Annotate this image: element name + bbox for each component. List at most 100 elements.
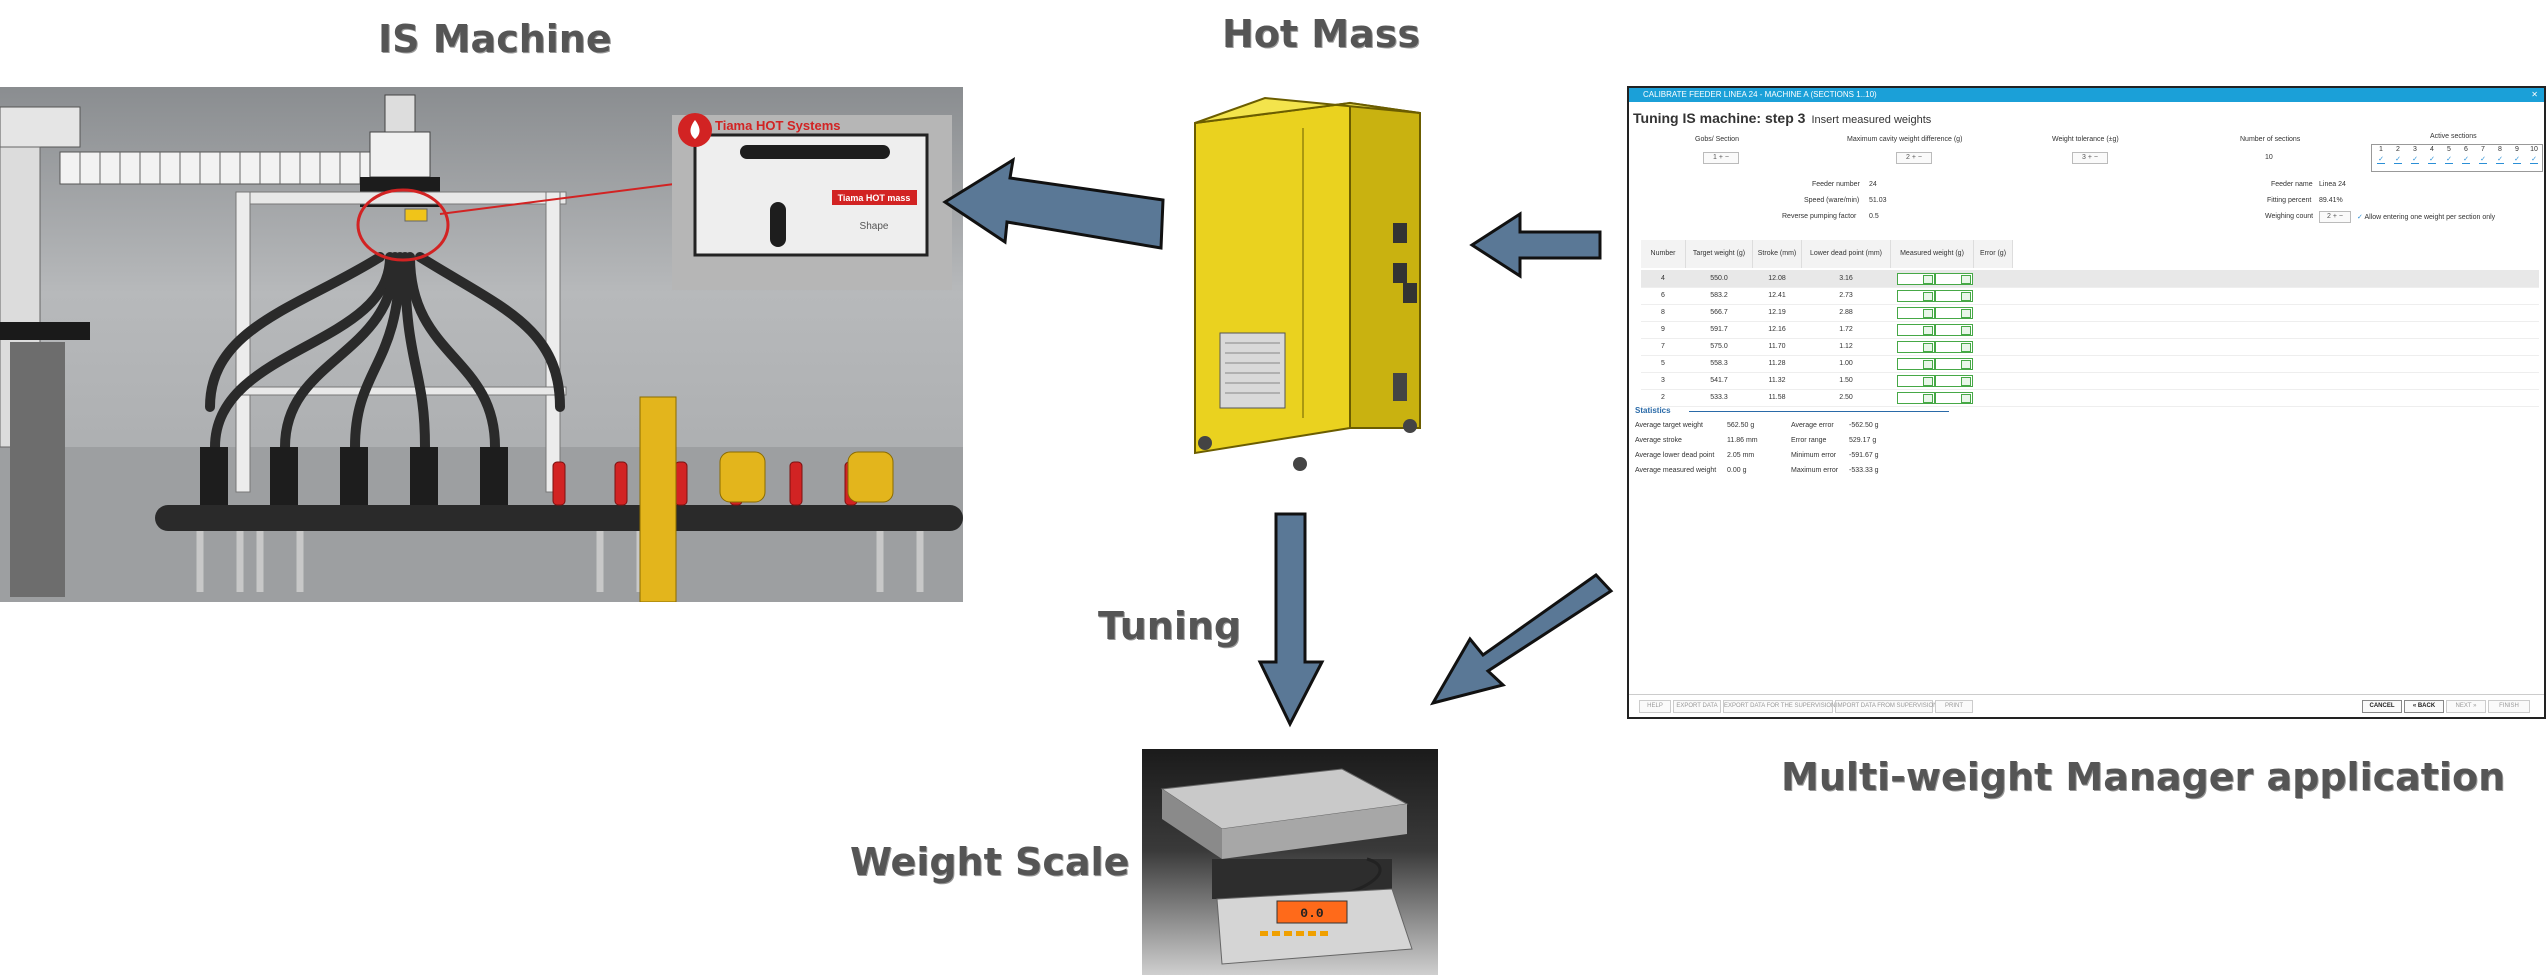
- section-checkbox[interactable]: ✓: [2377, 156, 2385, 164]
- table-row[interactable]: 7 575.0 11.70 1.12: [1641, 338, 2539, 356]
- measured-weight-input[interactable]: [1935, 307, 1973, 319]
- column-header: Measured weight (g): [1891, 240, 1974, 268]
- multi-weight-app-window: CALIBRATE FEEDER LINEA 24 - MACHINE A (S…: [1627, 86, 2546, 719]
- hot-mass-title: Hot Mass: [1222, 12, 1420, 56]
- weighing-label: Weighing count: [2265, 213, 2314, 220]
- stat-value: 2.05 mm: [1727, 452, 1755, 459]
- table-row[interactable]: 6 583.2 12.41 2.73: [1641, 287, 2539, 305]
- cell-lower-dead-point: 1.50: [1839, 377, 1853, 384]
- finish-button[interactable]: FINISH: [2488, 700, 2530, 713]
- tolerance-stepper[interactable]: 3 + −: [2072, 152, 2108, 164]
- arrow-left-to-is-machine: [942, 156, 1165, 250]
- measured-weight-input[interactable]: [1935, 273, 1973, 285]
- speed-value: 51.03: [1869, 197, 1887, 204]
- section-number: 4: [2430, 146, 2434, 153]
- feeder-name-label: Feeder name: [2271, 181, 2313, 188]
- feeder-number-label: Feeder number: [1812, 181, 1860, 188]
- stat-label: Average lower dead point: [1635, 452, 1715, 459]
- cell-target-weight: 550.0: [1710, 275, 1728, 282]
- measured-weight-input[interactable]: [1897, 341, 1935, 353]
- cell-stroke: 11.58: [1768, 394, 1786, 401]
- cell-number: 4: [1661, 275, 1665, 282]
- section-checkbox[interactable]: ✓: [2428, 156, 2436, 164]
- cell-lower-dead-point: 2.88: [1839, 309, 1853, 316]
- stat-label: Average target weight: [1635, 422, 1703, 429]
- window-title-bar: CALIBRATE FEEDER LINEA 24 - MACHINE A (S…: [1629, 88, 2544, 102]
- section-number: 5: [2447, 146, 2451, 153]
- help-button[interactable]: HELP: [1639, 700, 1671, 713]
- max-diff-stepper[interactable]: 2 + −: [1896, 152, 1932, 164]
- cell-target-weight: 583.2: [1710, 292, 1728, 299]
- cell-target-weight: 575.0: [1710, 343, 1728, 350]
- measured-weight-input[interactable]: [1897, 307, 1935, 319]
- section-number: 1: [2379, 146, 2383, 153]
- back-button[interactable]: « BACK: [2404, 700, 2444, 713]
- cell-stroke: 11.28: [1768, 360, 1786, 367]
- section-checkbox[interactable]: ✓: [2445, 156, 2453, 164]
- column-header: Lower dead point (mm): [1802, 240, 1891, 268]
- section-checkbox[interactable]: ✓: [2496, 156, 2504, 164]
- section-checkbox[interactable]: ✓: [2479, 156, 2487, 164]
- shape-label: Shape: [860, 221, 889, 232]
- feeder-number-value: 24: [1869, 181, 1877, 188]
- section-checkbox[interactable]: ✓: [2530, 156, 2538, 164]
- cell-number: 8: [1661, 309, 1665, 316]
- cell-target-weight: 558.3: [1710, 360, 1728, 367]
- cell-stroke: 11.70: [1768, 343, 1786, 350]
- table-row[interactable]: 8 566.7 12.19 2.88: [1641, 304, 2539, 322]
- sections-label: Number of sections: [2240, 136, 2301, 143]
- section-number: 2: [2396, 146, 2400, 153]
- measured-weight-input[interactable]: [1897, 324, 1935, 336]
- stat-label: Average error: [1791, 422, 1834, 429]
- table-row[interactable]: 4 550.0 12.08 3.16: [1641, 270, 2539, 288]
- arrow-down-to-scale: [1257, 512, 1325, 728]
- tolerance-label: Weight tolerance (±g): [2052, 136, 2119, 143]
- import-supervision-button[interactable]: IMPORT DATA FROM SUPERVISION: [1835, 700, 1937, 713]
- column-header: Error (g): [1974, 240, 2013, 268]
- gobs-stepper[interactable]: 1 + −: [1703, 152, 1739, 164]
- section-number: 6: [2464, 146, 2468, 153]
- measured-weight-input[interactable]: [1935, 324, 1973, 336]
- cell-stroke: 12.41: [1768, 292, 1786, 299]
- column-header: Number: [1641, 240, 1686, 268]
- weighing-stepper[interactable]: 2 + −: [2319, 211, 2351, 223]
- export-data-button[interactable]: EXPORT DATA: [1673, 700, 1721, 713]
- section-checkbox[interactable]: ✓: [2411, 156, 2419, 164]
- measured-weight-input[interactable]: [1935, 341, 1973, 353]
- allow-checkbox-label[interactable]: ✓ Allow entering one weight per section …: [2357, 214, 2496, 221]
- cell-stroke: 12.16: [1768, 326, 1786, 333]
- sections-value: 10: [2265, 154, 2273, 161]
- is-machine-title: IS Machine: [378, 17, 612, 61]
- stat-value: 0.00 g: [1727, 467, 1747, 474]
- section-checkbox[interactable]: ✓: [2394, 156, 2402, 164]
- print-button[interactable]: PRINT: [1935, 700, 1973, 713]
- cell-target-weight: 541.7: [1710, 377, 1728, 384]
- export-supervision-button[interactable]: EXPORT DATA FOR THE SUPERVISION: [1723, 700, 1835, 713]
- measured-weight-input[interactable]: [1897, 273, 1935, 285]
- measured-weight-input[interactable]: [1897, 358, 1935, 370]
- measured-weight-input[interactable]: [1897, 392, 1935, 404]
- gobs-label: Gobs/ Section: [1695, 136, 1739, 143]
- section-number: 3: [2413, 146, 2417, 153]
- table-row[interactable]: 2 533.3 11.58 2.50: [1641, 389, 2539, 407]
- active-sections-grid: 1 2 3 4 5 6 7 8 9 10 ✓ ✓ ✓ ✓ ✓ ✓ ✓ ✓ ✓ ✓: [2371, 144, 2543, 172]
- stat-value: 529.17 g: [1849, 437, 1877, 444]
- measured-weight-input[interactable]: [1897, 290, 1935, 302]
- measured-weight-input[interactable]: [1897, 375, 1935, 387]
- measured-weight-input[interactable]: [1935, 290, 1973, 302]
- table-row[interactable]: 5 558.3 11.28 1.00: [1641, 355, 2539, 373]
- measured-weight-input[interactable]: [1935, 375, 1973, 387]
- measured-weight-input[interactable]: [1935, 358, 1973, 370]
- next-button[interactable]: NEXT »: [2446, 700, 2486, 713]
- cell-stroke: 12.19: [1768, 309, 1786, 316]
- table-row[interactable]: 3 541.7 11.32 1.50: [1641, 372, 2539, 390]
- cancel-button[interactable]: CANCEL: [2362, 700, 2402, 713]
- speed-label: Speed (ware/min): [1804, 197, 1860, 204]
- table-row[interactable]: 9 591.7 12.16 1.72: [1641, 321, 2539, 339]
- reverse-value: 0.5: [1869, 213, 1879, 220]
- checkbox-icon[interactable]: ✓: [2357, 214, 2365, 221]
- section-checkbox[interactable]: ✓: [2513, 156, 2521, 164]
- close-icon[interactable]: ✕: [2531, 90, 2538, 99]
- measured-weight-input[interactable]: [1935, 392, 1973, 404]
- section-checkbox[interactable]: ✓: [2462, 156, 2470, 164]
